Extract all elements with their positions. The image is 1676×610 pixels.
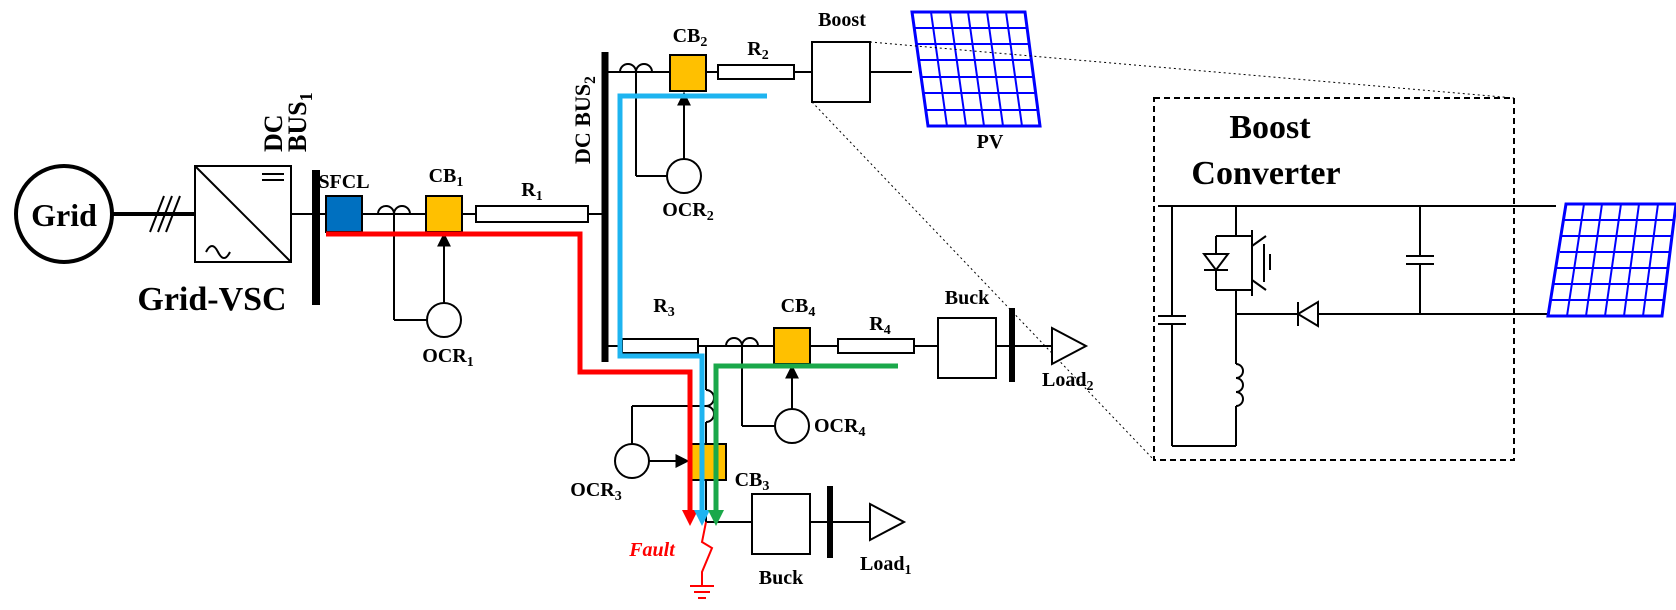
circuit-breaker-2 [669, 54, 707, 92]
resistor-r3 [621, 338, 699, 354]
ocr4-label: OCR4 [814, 415, 865, 440]
resistor-r1 [475, 205, 589, 223]
ct-1 [377, 205, 411, 215]
boost-converter-circuit [1158, 205, 1556, 447]
fault-label: Fault [628, 539, 676, 561]
load2-label: Load2 [1042, 369, 1093, 394]
buck-converter-top [937, 317, 997, 379]
svg-text:BUS1: BUS1 [283, 92, 316, 152]
resistor-r2 [717, 64, 795, 80]
cb2-label: CB2 [673, 25, 708, 50]
r1-label: R1 [521, 179, 542, 204]
sfcl-label: SFCL [318, 171, 369, 193]
svg-text:DC BUS2: DC BUS2 [570, 76, 599, 164]
ct-4 [725, 337, 759, 347]
sfcl-block [325, 195, 363, 233]
pv-label: PV [977, 131, 1004, 153]
pv-fault-current-path [617, 93, 767, 515]
boost-label: Boost [818, 9, 866, 31]
grid-source: Grid [14, 164, 114, 264]
ct-2 [619, 63, 653, 73]
grid-line-hatch [112, 195, 196, 233]
fault-symbol [690, 521, 714, 599]
r3-label: R3 [653, 295, 674, 320]
load2-fault-current-path [713, 363, 898, 515]
ocr3-label: OCR3 [570, 479, 621, 504]
pv-panel-detail-icon [1546, 202, 1676, 318]
circuit-breaker-3 [689, 443, 727, 481]
buck-top-label: Buck [945, 287, 990, 309]
cb3-label: CB3 [735, 469, 770, 494]
r4-label: R4 [869, 313, 890, 338]
buck-converter-bottom [751, 493, 811, 555]
ocr-2-relay [666, 158, 702, 194]
boost-converter-title-line2: Converter [1191, 155, 1340, 192]
resistor-r4 [837, 338, 915, 354]
grid-vsc-label: Grid-VSC [137, 281, 286, 318]
buck-bottom-label: Buck [759, 567, 804, 589]
boost-converter-title-line1: Boost [1229, 109, 1311, 146]
circuit-breaker-1 [425, 195, 463, 233]
pv-panel-icon [910, 10, 1042, 128]
cb1-label: CB1 [429, 165, 464, 190]
dc-bus-1-label: DC BUS1 [259, 92, 316, 152]
dc-bus-2-label: DC BUS2 [570, 76, 599, 164]
r2-label: R2 [747, 38, 768, 63]
grid-vsc-converter [194, 165, 292, 263]
svg-text:DC: DC [259, 114, 288, 152]
grid-label: Grid [31, 197, 97, 233]
load1-label: Load1 [860, 553, 911, 578]
cb4-label: CB4 [781, 295, 816, 320]
load-2-symbol [1051, 326, 1089, 366]
load-1-symbol [869, 502, 907, 542]
ocr-4-relay [774, 408, 810, 444]
grid-fault-current-path [326, 231, 693, 515]
boost-converter-block [811, 41, 871, 103]
ocr-3-relay [614, 443, 650, 479]
ocr2-label: OCR2 [662, 199, 713, 224]
ocr1-label: OCR1 [422, 345, 473, 370]
boost-converter-detail-box [1153, 97, 1515, 461]
ct-3 [705, 389, 715, 423]
circuit-breaker-4 [773, 327, 811, 365]
ocr-1-relay [426, 302, 462, 338]
